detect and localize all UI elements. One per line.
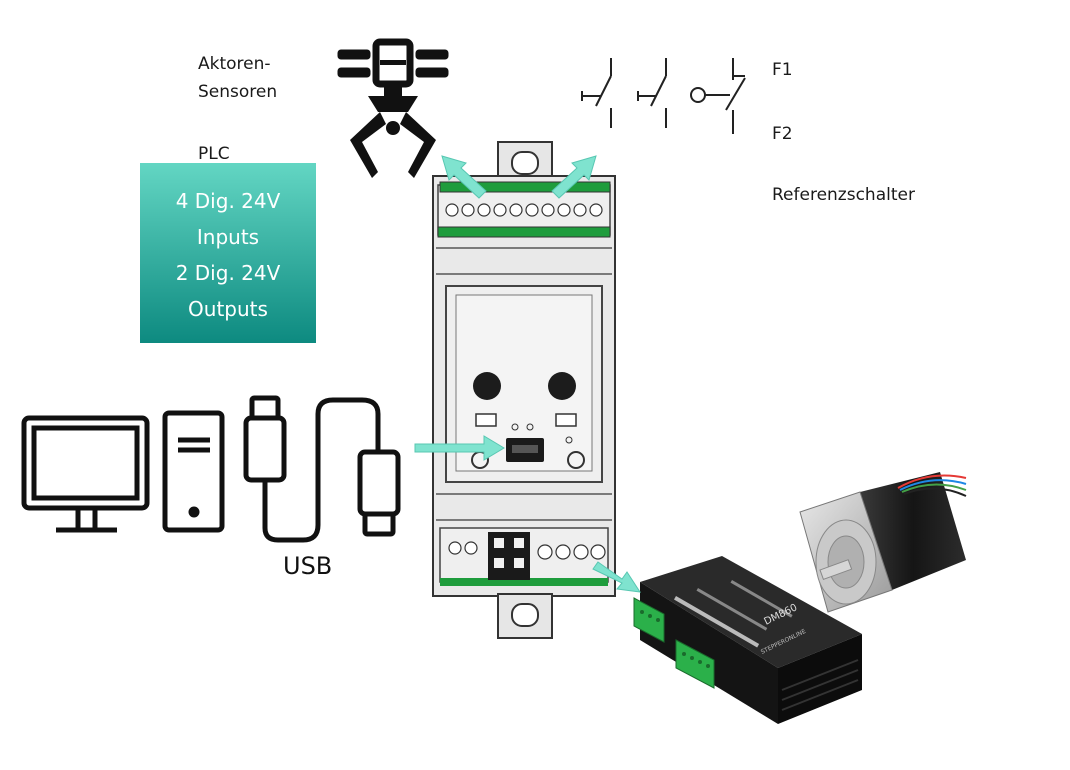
aktoren-label: Aktoren- Sensoren [198, 50, 277, 106]
usb-label: USB [283, 552, 333, 580]
pc-tower-icon [162, 410, 225, 533]
arrows [414, 155, 642, 593]
referenzschalter-label: Referenzschalter [772, 185, 915, 205]
aktoren-label-line1: Aktoren- [198, 54, 271, 74]
plc-io-line4: Outputs [188, 297, 268, 321]
f2-label: F2 [772, 124, 793, 144]
plc-label: PLC [198, 144, 230, 164]
plc-io-line1: 4 Dig. 24V [175, 189, 281, 213]
arrow-driver [592, 561, 642, 593]
plc-io-line3: 2 Dig. 24V [175, 261, 281, 285]
din-rail-controller-icon [432, 141, 616, 639]
stepper-driver-icon: DM860 STEPPERONLINE [633, 556, 862, 724]
arrow-plc-left [441, 155, 487, 199]
usb-cable-icon [243, 395, 401, 543]
switch-no-icon [581, 58, 612, 128]
arrow-plc-right [551, 155, 597, 199]
switch-pressure-icon [690, 58, 746, 134]
plc-io-line2: Inputs [196, 225, 260, 249]
aktoren-label-line2: Sensoren [198, 82, 278, 102]
arrow-usb [414, 435, 505, 461]
switch-no-icon-2 [637, 58, 667, 128]
f1-label: F1 [772, 60, 793, 80]
monitor-icon [21, 415, 150, 533]
plc-io-box: 4 Dig. 24V Inputs 2 Dig. 24V Outputs [140, 163, 316, 343]
stepper-motor-icon [799, 472, 967, 613]
robot-gripper-icon [337, 38, 449, 178]
